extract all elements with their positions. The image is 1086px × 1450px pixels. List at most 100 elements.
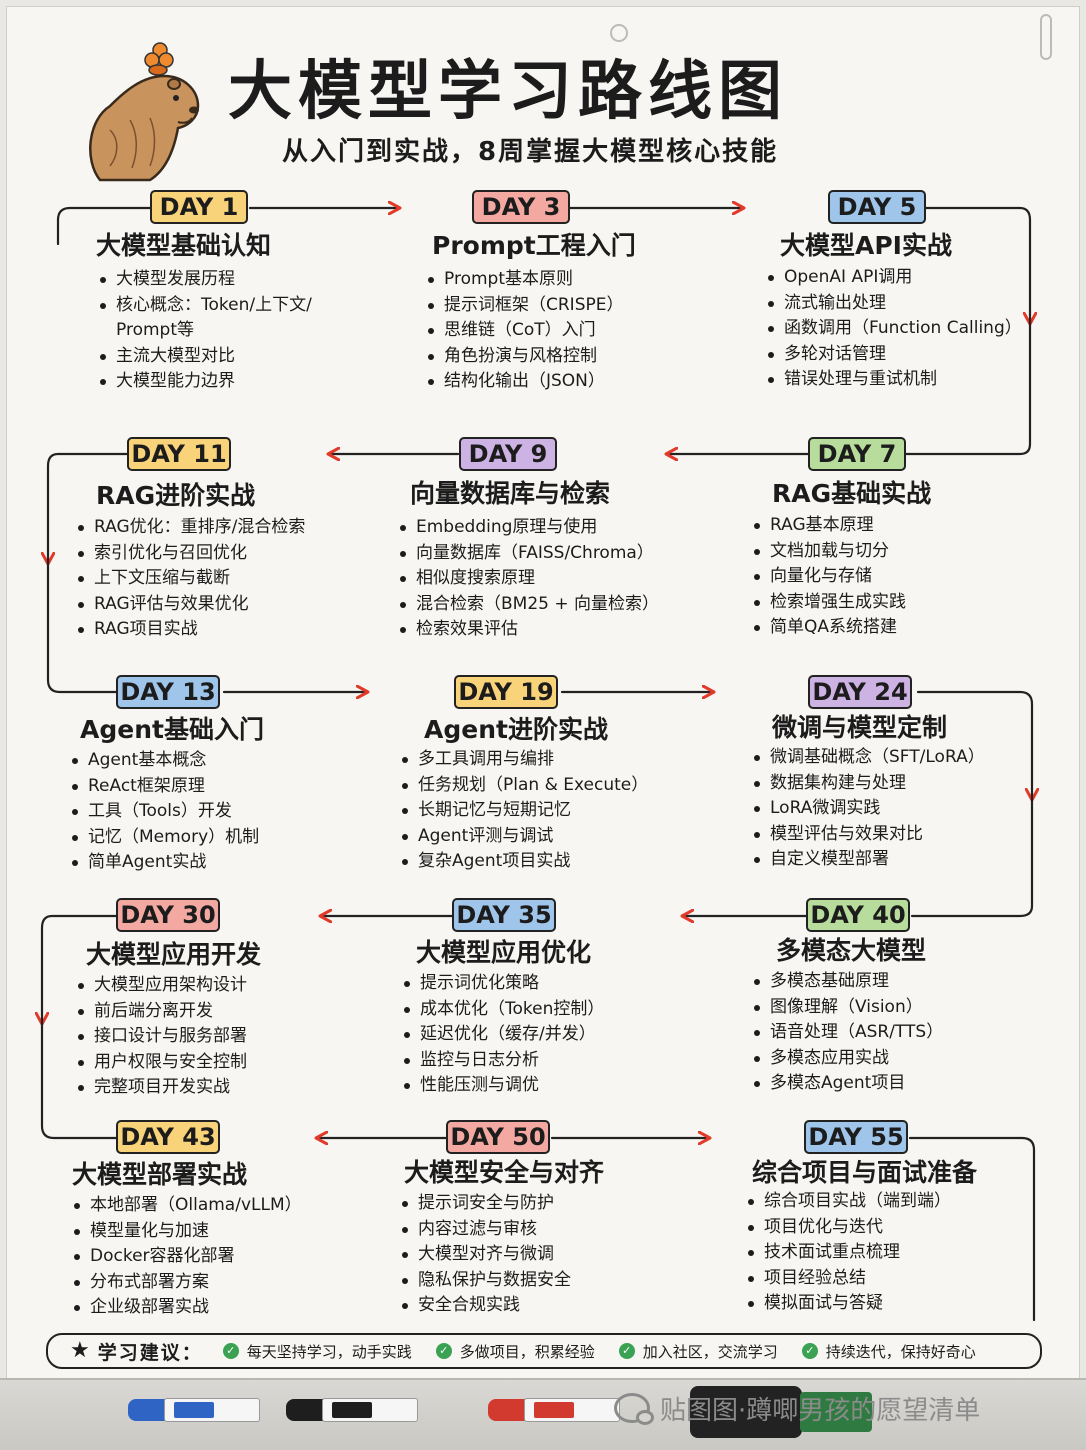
- topic-item: 数据集构建与处理: [752, 771, 1062, 797]
- day-tag: DAY 11: [127, 437, 231, 471]
- section-title: 大模型安全与对齐: [404, 1158, 605, 1187]
- topic-item: 本地部署（Ollama/vLLM）: [72, 1193, 382, 1219]
- topic-item: 语音处理（ASR/TTS）: [752, 1020, 1062, 1046]
- topic-item: 模拟面试与答疑: [746, 1291, 1056, 1317]
- day-tag: DAY 5: [828, 190, 926, 224]
- check-icon: ✓: [222, 1343, 239, 1359]
- topic-item: 核心概念：Token/上下文/ Prompt等: [98, 293, 408, 344]
- topic-item: OpenAI API调用: [766, 265, 1076, 291]
- topic-item: 技术面试重点梳理: [746, 1240, 1056, 1266]
- section-title: Prompt工程入门: [432, 231, 636, 260]
- topic-item: 项目经验总结: [746, 1266, 1056, 1292]
- topic-item: 大模型能力边界: [98, 369, 408, 395]
- topic-item: 向量化与存储: [752, 564, 1062, 590]
- topic-item: 大模型发展历程: [98, 267, 408, 293]
- tip-item: ✓多做项目，积累经验: [435, 1341, 595, 1362]
- section-title: RAG进阶实战: [96, 481, 256, 510]
- topic-item: 多模态Agent项目: [752, 1071, 1062, 1097]
- day-tag: DAY 43: [116, 1120, 220, 1154]
- topic-item: 结构化输出（JSON）: [426, 369, 736, 395]
- topic-item: 提示词优化策略: [402, 971, 712, 997]
- topic-item: ReAct框架原理: [70, 774, 380, 800]
- topic-item: 分布式部署方案: [72, 1270, 382, 1296]
- topic-item: 微调基础概念（SFT/LoRA）: [752, 745, 1062, 771]
- topic-item: RAG优化：重排序/混合检索: [76, 515, 386, 541]
- wechat-icon: [614, 1393, 654, 1425]
- board-clip: [1040, 14, 1052, 60]
- topic-item: 向量数据库（FAISS/Chroma）: [398, 541, 708, 567]
- topic-item: Agent基本概念: [70, 748, 380, 774]
- topic-item: 错误处理与重试机制: [766, 367, 1076, 393]
- topic-item: 模型评估与效果对比: [752, 822, 1062, 848]
- topic-item: 前后端分离开发: [76, 999, 386, 1025]
- section-title: Agent基础入门: [80, 715, 264, 744]
- eraser: [690, 1386, 802, 1438]
- topic-item: 流式输出处理: [766, 291, 1076, 317]
- check-icon: ✓: [801, 1343, 818, 1359]
- marker-logo: [332, 1402, 372, 1418]
- topic-item: 用户权限与安全控制: [76, 1050, 386, 1076]
- marker-logo: [174, 1402, 214, 1418]
- topic-item: 多模态基础原理: [752, 969, 1062, 995]
- page-title: 大模型学习路线图: [228, 55, 788, 129]
- day-tag: DAY 30: [116, 898, 220, 932]
- section-title: 多模态大模型: [776, 936, 927, 965]
- topic-item: 检索效果评估: [398, 617, 708, 643]
- topic-item: 文档加载与切分: [752, 539, 1062, 565]
- topic-item: Embedding原理与使用: [398, 515, 708, 541]
- topic-item: RAG基本原理: [752, 513, 1062, 539]
- watermark-text: 贴图图·蹲唧男孩的愿望清单: [660, 1395, 981, 1426]
- marker-cap: [286, 1399, 326, 1421]
- topic-item: 简单Agent实战: [70, 850, 380, 876]
- topic-item: 任务规划（Plan & Execute）: [400, 773, 710, 799]
- topic-item: 监控与日志分析: [402, 1048, 712, 1074]
- topic-item: Prompt基本原则: [426, 267, 736, 293]
- topic-item: 记忆（Memory）机制: [70, 825, 380, 851]
- topic-item: RAG项目实战: [76, 617, 386, 643]
- board-hole: [610, 24, 628, 42]
- topic-list: Embedding原理与使用向量数据库（FAISS/Chroma）相似度搜索原理…: [398, 515, 708, 643]
- study-tips-bar: ★ 学习建议： ✓每天坚持学习，动手实践 ✓多做项目，积累经验 ✓加入社区，交流…: [46, 1333, 1042, 1369]
- topic-item: 混合检索（BM25 + 向量检索）: [398, 592, 708, 618]
- topic-list: OpenAI API调用流式输出处理函数调用（Function Calling）…: [766, 265, 1076, 393]
- tip-item: ✓每天坚持学习，动手实践: [222, 1341, 412, 1362]
- section-title: Agent进阶实战: [424, 715, 608, 744]
- marker-cap: [128, 1399, 168, 1421]
- section-title: 微调与模型定制: [772, 713, 948, 742]
- topic-item: 图像理解（Vision）: [752, 995, 1062, 1021]
- section-title: 大模型API实战: [780, 231, 952, 260]
- topic-item: 企业级部署实战: [72, 1295, 382, 1321]
- star-icon: ★: [70, 1338, 90, 1363]
- day-tag: DAY 24: [808, 675, 912, 709]
- section-title: 大模型应用优化: [416, 938, 592, 967]
- topic-item: 延迟优化（缓存/并发）: [402, 1022, 712, 1048]
- section-title: 大模型应用开发: [86, 940, 262, 969]
- section-title: 大模型部署实战: [72, 1160, 248, 1189]
- topic-item: Agent评测与调试: [400, 824, 710, 850]
- topic-item: 综合项目实战（端到端）: [746, 1189, 1056, 1215]
- topic-item: 提示词框架（CRISPE）: [426, 293, 736, 319]
- topic-item: 安全合规实践: [400, 1293, 710, 1319]
- topic-item: 内容过滤与审核: [400, 1217, 710, 1243]
- topic-item: 大模型对齐与微调: [400, 1242, 710, 1268]
- topic-item: 接口设计与服务部署: [76, 1024, 386, 1050]
- topic-item: 索引优化与召回优化: [76, 541, 386, 567]
- watermark: 贴图图·蹲唧男孩的愿望清单: [614, 1390, 1064, 1426]
- section-title: RAG基础实战: [772, 479, 932, 508]
- whiteboard: [6, 6, 1080, 1442]
- topic-list: 提示词安全与防护内容过滤与审核大模型对齐与微调隐私保护与数据安全安全合规实践: [400, 1191, 710, 1319]
- eraser-strip: [800, 1392, 872, 1432]
- topic-item: 检索增强生成实践: [752, 590, 1062, 616]
- topic-list: 大模型应用架构设计前后端分离开发接口设计与服务部署用户权限与安全控制完整项目开发…: [76, 973, 386, 1101]
- day-tag: DAY 9: [459, 437, 557, 471]
- day-tag: DAY 3: [472, 190, 570, 224]
- topic-list: 多模态基础原理图像理解（Vision）语音处理（ASR/TTS）多模态应用实战多…: [752, 969, 1062, 1097]
- section-title: 大模型基础认知: [96, 231, 272, 260]
- section-title: 向量数据库与检索: [410, 479, 611, 508]
- topic-item: 多轮对话管理: [766, 342, 1076, 368]
- day-tag: DAY 1: [150, 190, 248, 224]
- section-title: 综合项目与面试准备: [752, 1158, 978, 1187]
- topic-item: 隐私保护与数据安全: [400, 1268, 710, 1294]
